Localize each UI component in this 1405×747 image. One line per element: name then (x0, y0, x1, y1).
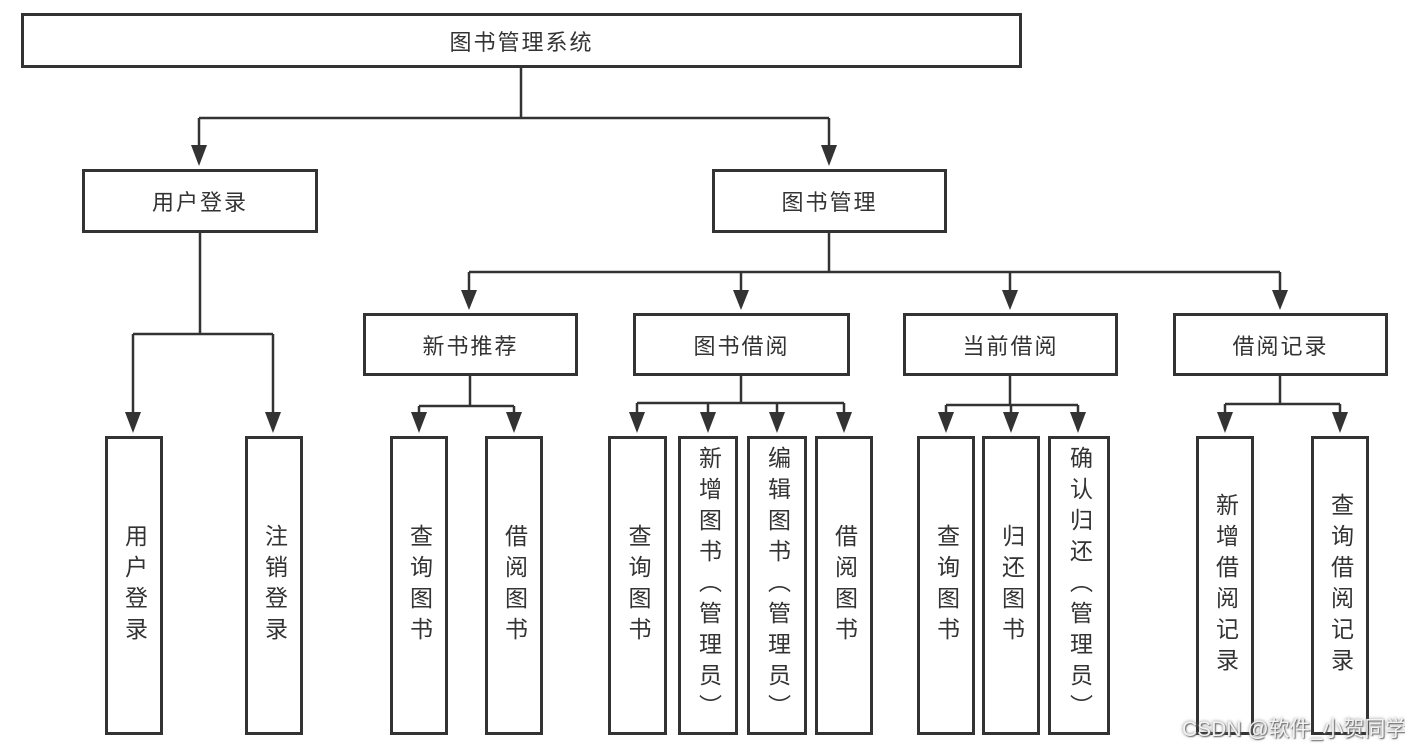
node-label: 新书推荐 (422, 333, 519, 359)
leaf-label: 查询图书 (933, 523, 960, 648)
node-current-borrowing: 当前借阅 (903, 313, 1118, 376)
node-label: 图书管理系统 (449, 29, 594, 55)
leaf-return-books: 归还图书 (982, 436, 1040, 735)
leaf-logout: 注销登录 (245, 436, 303, 735)
leaf-label: 查询图书 (625, 523, 651, 648)
node-new-book-recommendation: 新书推荐 (363, 313, 578, 376)
leaf-confirm-return-admin: 确认归还（管理员） (1048, 436, 1110, 735)
leaf-label: 查询图书 (406, 523, 433, 648)
leaf-label: 查询借阅记录 (1327, 492, 1354, 679)
leaf-query-books: 查询图书 (608, 436, 667, 735)
leaf-query-books: 查询图书 (390, 436, 448, 735)
leaf-label: 注销登录 (261, 523, 288, 648)
leaf-label: 新增图书（管理员） (695, 446, 722, 725)
node-label: 图书管理 (781, 190, 878, 215)
leaf-label: 编辑图书（管理员） (764, 446, 791, 725)
leaf-label: 新增借阅记录 (1212, 492, 1239, 679)
leaf-query-borrow-record: 查询借阅记录 (1311, 436, 1369, 735)
node-label: 借阅记录 (1232, 333, 1329, 359)
node-book-borrowing: 图书借阅 (633, 313, 850, 376)
leaf-user-login: 用户登录 (105, 436, 163, 735)
leaf-label: 用户登录 (121, 523, 148, 648)
leaf-label: 借阅图书 (501, 523, 528, 648)
node-borrowing-records: 借阅记录 (1173, 313, 1388, 376)
leaf-label: 归还图书 (998, 523, 1025, 648)
leaf-edit-books-admin: 编辑图书（管理员） (747, 436, 807, 735)
leaf-label: 借阅图书 (831, 523, 858, 648)
leaf-borrow-books: 借阅图书 (815, 436, 873, 735)
node-label: 当前借阅 (962, 333, 1059, 359)
leaf-query-books: 查询图书 (917, 436, 975, 735)
leaf-add-books-admin: 新增图书（管理员） (678, 436, 738, 735)
csdn-watermark: CSDN @软件_小贺同学 (1182, 718, 1405, 741)
node-label: 用户登录 (151, 190, 248, 215)
node-label: 图书借阅 (693, 333, 790, 359)
leaf-label: 确认归还（管理员） (1066, 446, 1093, 725)
leaf-add-borrow-record: 新增借阅记录 (1196, 436, 1254, 735)
leaf-borrow-books: 借阅图书 (485, 436, 543, 735)
node-user-login: 用户登录 (82, 169, 318, 233)
node-library-management-system: 图书管理系统 (21, 13, 1022, 68)
node-book-management: 图书管理 (712, 169, 947, 233)
